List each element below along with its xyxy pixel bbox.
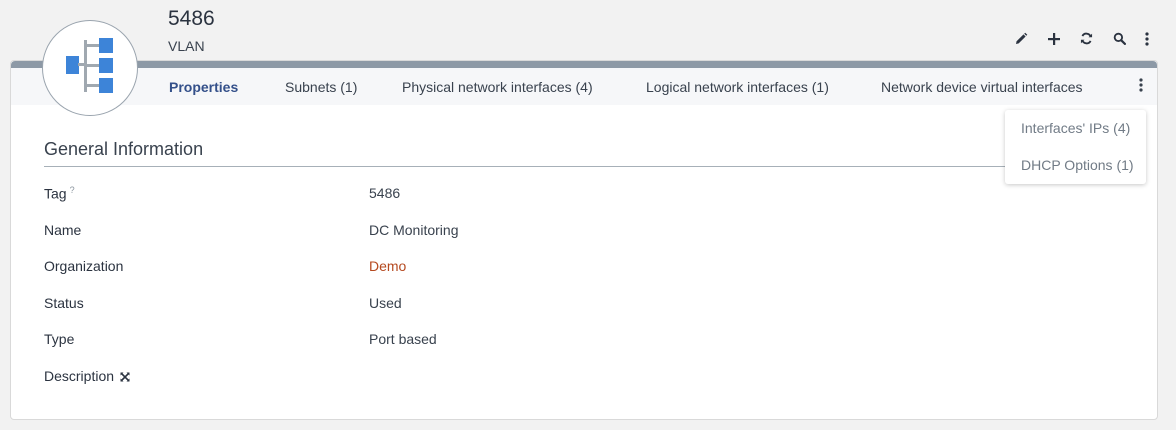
header-actions [1004, 30, 1158, 52]
tabs-more-button[interactable] [1133, 77, 1149, 97]
property-value-status: Used [369, 295, 402, 311]
more-actions-button[interactable] [1136, 30, 1158, 52]
expand-icon[interactable] [120, 369, 130, 385]
search-button[interactable] [1103, 30, 1136, 52]
details-card: Properties Subnets (1) Physical network … [10, 60, 1158, 420]
refresh-icon [1080, 32, 1093, 50]
property-value-tag: 5486 [369, 185, 401, 201]
pencil-icon [1014, 32, 1028, 51]
property-label-tag: Tag? [44, 185, 75, 202]
page-subtitle: VLAN [168, 38, 205, 54]
menu-item-dhcp-options[interactable]: DHCP Options (1) [1021, 157, 1134, 173]
property-label-text: Tag [44, 185, 67, 202]
property-value-organization-link[interactable]: Demo [369, 258, 407, 274]
vlan-tree-icon [64, 36, 116, 101]
tab-properties[interactable]: Properties [169, 79, 239, 95]
refresh-button[interactable] [1070, 30, 1103, 52]
help-icon[interactable]: ? [69, 185, 75, 195]
menu-item-interfaces-ips[interactable]: Interfaces' IPs (4) [1021, 120, 1131, 136]
property-label-type: Type [44, 331, 75, 347]
section-divider [44, 166, 1044, 167]
tab-subnets[interactable]: Subnets (1) [285, 79, 358, 95]
avatar [42, 20, 138, 116]
search-icon [1113, 32, 1127, 50]
section-title: General Information [44, 139, 204, 159]
property-value-type: Port based [369, 331, 437, 347]
page-title: 5486 [168, 7, 215, 30]
tab-physical-network-interfaces[interactable]: Physical network interfaces (4) [402, 79, 593, 95]
add-button[interactable] [1037, 30, 1070, 52]
property-label-text: Description [44, 368, 115, 384]
tab-logical-network-interfaces[interactable]: Logical network interfaces (1) [646, 79, 829, 95]
property-label-status: Status [44, 295, 84, 311]
card-topbar [11, 61, 1157, 68]
more-vertical-icon [1145, 31, 1149, 51]
tabs-overflow-menu: Interfaces' IPs (4) DHCP Options (1) [1005, 110, 1146, 184]
plus-icon [1047, 32, 1060, 50]
property-label-organization: Organization [44, 258, 124, 274]
more-vertical-icon [1139, 77, 1143, 97]
property-value-name: DC Monitoring [369, 222, 459, 238]
tab-bar: Properties Subnets (1) Physical network … [11, 68, 1157, 105]
tab-network-device-virtual-interfaces[interactable]: Network device virtual interfaces [881, 79, 1083, 95]
property-label-description: Description [44, 368, 130, 385]
property-label-name: Name [44, 222, 82, 238]
edit-button[interactable] [1004, 30, 1037, 52]
